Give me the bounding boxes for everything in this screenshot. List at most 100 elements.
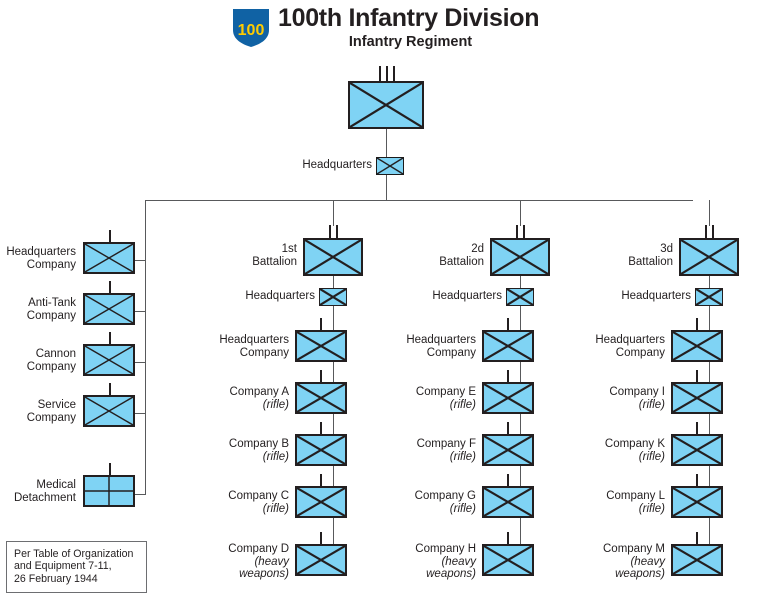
label-line-2: Company (426, 346, 476, 359)
unit-symbol-battalion-hq-2[interactable] (695, 288, 723, 306)
battalion-hq-label-1: Headquarters (432, 290, 502, 302)
unit-symbol-battalion-0[interactable] (303, 238, 363, 276)
label-line-3: weapons) (426, 568, 476, 581)
unit-symbol-company-2-2[interactable] (671, 434, 723, 466)
label-line-1: Company C (228, 490, 289, 502)
insignia-number: 100 (238, 22, 265, 39)
company-label-0-3: Company C(rifle) (207, 490, 289, 515)
company-label-2-1: Company I(rifle) (583, 386, 665, 411)
unit-symbol-company-1-1[interactable] (482, 382, 534, 414)
page-header: 100 100th Infantry Division Infantry Reg… (0, 0, 769, 58)
unit-symbol-company-2-0[interactable] (671, 330, 723, 362)
label-line-1: Company L (606, 490, 665, 502)
label-line-1: Cannon (35, 348, 76, 360)
connector-line (709, 276, 710, 288)
regimental-unit-label-3: Service Company (0, 399, 76, 424)
unit-symbol-company-1-3[interactable] (482, 486, 534, 518)
label-line-2: (rifle) (262, 450, 289, 463)
connector-line (520, 200, 521, 226)
label-line-2: Company (239, 346, 289, 359)
label-line-1: Company H (415, 543, 476, 555)
unit-symbol-battalion-2[interactable] (679, 238, 739, 276)
echelon-mark (109, 383, 111, 395)
echelon-mark (507, 318, 509, 330)
unit-symbol-regimental-0[interactable] (83, 242, 135, 274)
regimental-unit-label-1: Anti-Tank Company (0, 297, 76, 322)
company-label-2-2: Company K(rifle) (583, 438, 665, 463)
unit-symbol-company-2-3[interactable] (671, 486, 723, 518)
unit-symbol-company-0-3[interactable] (295, 486, 347, 518)
echelon-mark (393, 66, 395, 81)
echelon-mark (320, 370, 322, 382)
unit-symbol-medical-detachment[interactable] (83, 475, 135, 507)
label-line-2: (rifle) (262, 502, 289, 515)
unit-symbol-regimental-3[interactable] (83, 395, 135, 427)
echelon-mark (696, 422, 698, 434)
label-line-2: Battalion (439, 255, 484, 268)
connector-trunk (520, 306, 521, 560)
echelon-mark (386, 66, 388, 81)
label-line-1: Company E (415, 386, 476, 398)
unit-symbol-regiment[interactable] (348, 81, 424, 129)
footnote-line-1: Per Table of Organization (14, 548, 134, 560)
regimental-unit-label-0: Headquarters Company (0, 246, 76, 271)
label-line-2: (rifle) (638, 398, 665, 411)
label-line-2: Company (26, 309, 76, 322)
echelon-mark (320, 532, 322, 544)
unit-symbol-company-0-1[interactable] (295, 382, 347, 414)
unit-symbol-company-1-4[interactable] (482, 544, 534, 576)
label-line-2: (rifle) (449, 502, 476, 515)
connector-line (333, 200, 334, 226)
footnote-line-2: and Equipment 7-11, (14, 560, 112, 573)
footnote-line-3: 26 February 1944 (14, 572, 98, 585)
unit-symbol-battalion-1[interactable] (490, 238, 550, 276)
connector-line (520, 276, 521, 288)
company-label-1-3: Company G(rifle) (394, 490, 476, 515)
unit-symbol-company-2-4[interactable] (671, 544, 723, 576)
label-line-1: 1st (281, 243, 297, 255)
footnote-box: Per Table of Organization and Equipment … (6, 541, 147, 593)
connector-trunk (333, 306, 334, 560)
echelon-mark (696, 370, 698, 382)
connector-bus (145, 200, 693, 201)
unit-symbol-company-0-4[interactable] (295, 544, 347, 576)
label-line-1: Company B (228, 438, 289, 450)
company-label-2-3: Company L(rifle) (583, 490, 665, 515)
unit-symbol-company-1-2[interactable] (482, 434, 534, 466)
echelon-mark (335, 225, 338, 238)
label-line-1: Headquarters (6, 246, 76, 258)
label-line-1: Company G (414, 490, 476, 502)
label-line-2: (heavy (441, 555, 476, 568)
connector-line (386, 175, 387, 201)
connector-stub (135, 362, 146, 363)
shield-icon: 100 (231, 6, 271, 48)
unit-symbol-battalion-hq-1[interactable] (506, 288, 534, 306)
unit-symbol-battalion-hq-0[interactable] (319, 288, 347, 306)
label-line-2: (heavy (630, 555, 665, 568)
unit-symbol-company-1-0[interactable] (482, 330, 534, 362)
label-line-2: Company (26, 360, 76, 373)
unit-symbol-company-0-0[interactable] (295, 330, 347, 362)
unit-symbol-regimental-2[interactable] (83, 344, 135, 376)
page-subtitle: Infantry Regiment (348, 34, 473, 50)
unit-symbol-company-0-2[interactable] (295, 434, 347, 466)
company-label-0-2: Company B(rifle) (207, 438, 289, 463)
regimental-unit-label-2: Cannon Company (0, 348, 76, 373)
label-line-1: Headquarters (219, 334, 289, 346)
label-line-3: weapons) (239, 568, 289, 581)
unit-symbol-regimental-1[interactable] (83, 293, 135, 325)
label-line-2: Battalion (628, 255, 673, 268)
unit-symbol-regiment-hq[interactable] (376, 157, 404, 175)
unit-symbol-company-2-1[interactable] (671, 382, 723, 414)
label-line-2: (rifle) (449, 398, 476, 411)
connector-stub (135, 413, 146, 414)
page-title: 100th Infantry Division (278, 4, 540, 32)
label-line-1: Company F (416, 438, 476, 450)
label-line-2: (rifle) (449, 450, 476, 463)
battalion-hq-label-0: Headquarters (245, 290, 315, 302)
